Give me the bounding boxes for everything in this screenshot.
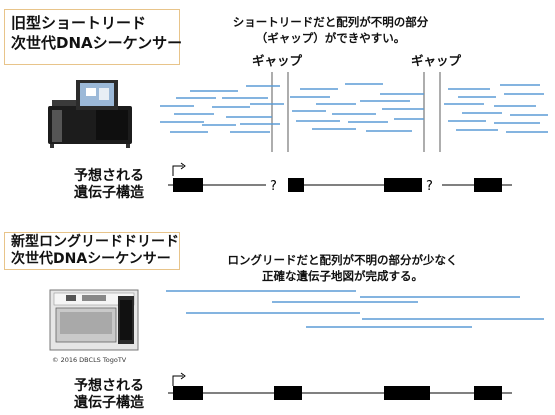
- short-reads-right: [444, 84, 548, 133]
- new-title-line1: 新型ロングリードドリード: [11, 234, 179, 250]
- new-sequencer-machine-icon: [49, 289, 139, 351]
- old-gene-label-line2: 遺伝子構造: [74, 185, 144, 201]
- gap-label-1: ギャップ: [252, 53, 303, 68]
- short-reads-left: [160, 85, 284, 133]
- old-gene-label-line1: 予想される: [74, 168, 144, 184]
- old-note-line1: ショートリードだと配列が不明の部分: [232, 15, 429, 29]
- exon: [173, 386, 203, 400]
- tss-arrow-icon: [172, 165, 183, 176]
- new-gene-label-line1: 予想される: [74, 378, 144, 394]
- old-title-line2: 次世代DNAシーケンサー: [11, 34, 183, 52]
- new-sequencer-title: 新型ロングリードドリード 次世代DNAシーケンサー: [4, 232, 180, 270]
- new-note-line2: 正確な遺伝子地図が完成する。: [262, 269, 423, 283]
- long-reads: [166, 290, 544, 328]
- tss-arrow-icon: [172, 375, 183, 386]
- exon: [288, 178, 304, 192]
- new-gene-structure: [168, 372, 512, 400]
- new-gene-label-line2: 遺伝子構造: [74, 395, 144, 411]
- old-note-line2: （ギャップ）ができやすい。: [255, 31, 406, 45]
- old-note: ショートリードだと配列が不明の部分 （ギャップ）ができやすい。: [208, 14, 453, 46]
- short-reads-middle: [290, 83, 424, 132]
- unknown-mark-1: ?: [270, 179, 277, 194]
- gap-label-2: ギャップ: [411, 53, 462, 68]
- new-note: ロングリードだと配列が不明の部分が少なく 正確な遺伝子地図が完成する。: [200, 252, 485, 284]
- exon: [384, 178, 422, 192]
- exon: [384, 386, 430, 400]
- new-gene-structure-label: 予想される 遺伝子構造: [74, 378, 144, 412]
- exon: [474, 386, 502, 400]
- old-gene-structure-label: 予想される 遺伝子構造: [74, 168, 144, 202]
- old-sequencer-machine-icon: [48, 80, 132, 148]
- old-title-line1: 旧型ショートリード: [11, 14, 147, 32]
- copyright-text: © 2016 DBCLS TogoTV: [52, 356, 127, 364]
- old-sequencer-title: 旧型ショートリード 次世代DNAシーケンサー: [4, 9, 183, 65]
- exon: [274, 386, 302, 400]
- gap-bracket-1: [271, 72, 289, 152]
- exon: [474, 178, 502, 192]
- unknown-mark-2: ?: [426, 179, 433, 194]
- new-note-line1: ロングリードだと配列が不明の部分が少なく: [227, 253, 458, 267]
- exon: [173, 178, 203, 192]
- gap-bracket-2: [423, 72, 441, 152]
- old-gene-structure: ? ?: [168, 162, 512, 194]
- new-title-line2: 次世代DNAシーケンサー: [11, 251, 171, 267]
